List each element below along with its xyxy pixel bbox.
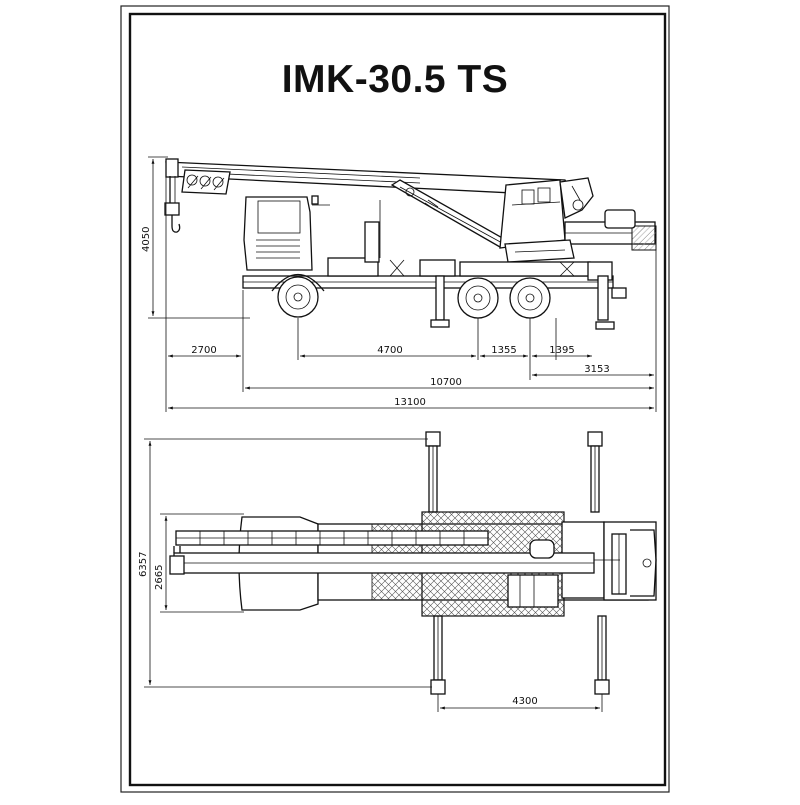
turntable <box>504 239 575 263</box>
boom-top <box>169 530 595 575</box>
outrigger-front-right-top <box>430 615 446 695</box>
truck-cab <box>243 195 330 271</box>
outrigger-rear-left-top <box>587 431 603 513</box>
dim-front-overhang: 2700 <box>191 345 216 356</box>
outrigger-rear-side <box>595 275 627 330</box>
outer-frame <box>120 5 670 793</box>
dim-rear-outrigger: 3153 <box>584 364 609 375</box>
wheel-front <box>271 274 325 318</box>
wheel-rear-2 <box>509 277 551 319</box>
drawing-title: IMK-30.5 TS <box>281 58 509 101</box>
crane-hook <box>164 176 181 233</box>
outrigger-front-left-top <box>425 431 441 513</box>
dim-axle-spacing-1: 1355 <box>491 345 516 356</box>
dim-wheelbase: 4700 <box>377 345 402 356</box>
side-dimensions: 4050 2700 4700 1355 1395 3153 10700 1310… <box>141 156 657 412</box>
crane-side-view <box>164 158 657 330</box>
counterweight <box>564 209 657 251</box>
dim-axle-spacing-2: 1395 <box>549 345 574 356</box>
dim-chassis-length: 10700 <box>430 377 462 388</box>
telescopic-boom <box>165 158 576 197</box>
inner-frame <box>128 12 667 787</box>
height-label: 4050 <box>141 227 152 252</box>
wheel-rear-1 <box>457 277 499 319</box>
outrigger-spacing-label: 4300 <box>512 696 537 707</box>
outrigger-width-label: 6357 <box>138 552 149 577</box>
crane-cab <box>499 177 594 249</box>
top-dimensions: 6357 2665 4300 <box>138 438 603 712</box>
dim-overall-length: 13100 <box>394 397 426 408</box>
vehicle-width-label: 2665 <box>154 565 165 590</box>
outrigger-front-side <box>430 275 450 328</box>
crane-top-view <box>169 431 657 695</box>
outrigger-rear-right-top <box>594 615 610 695</box>
